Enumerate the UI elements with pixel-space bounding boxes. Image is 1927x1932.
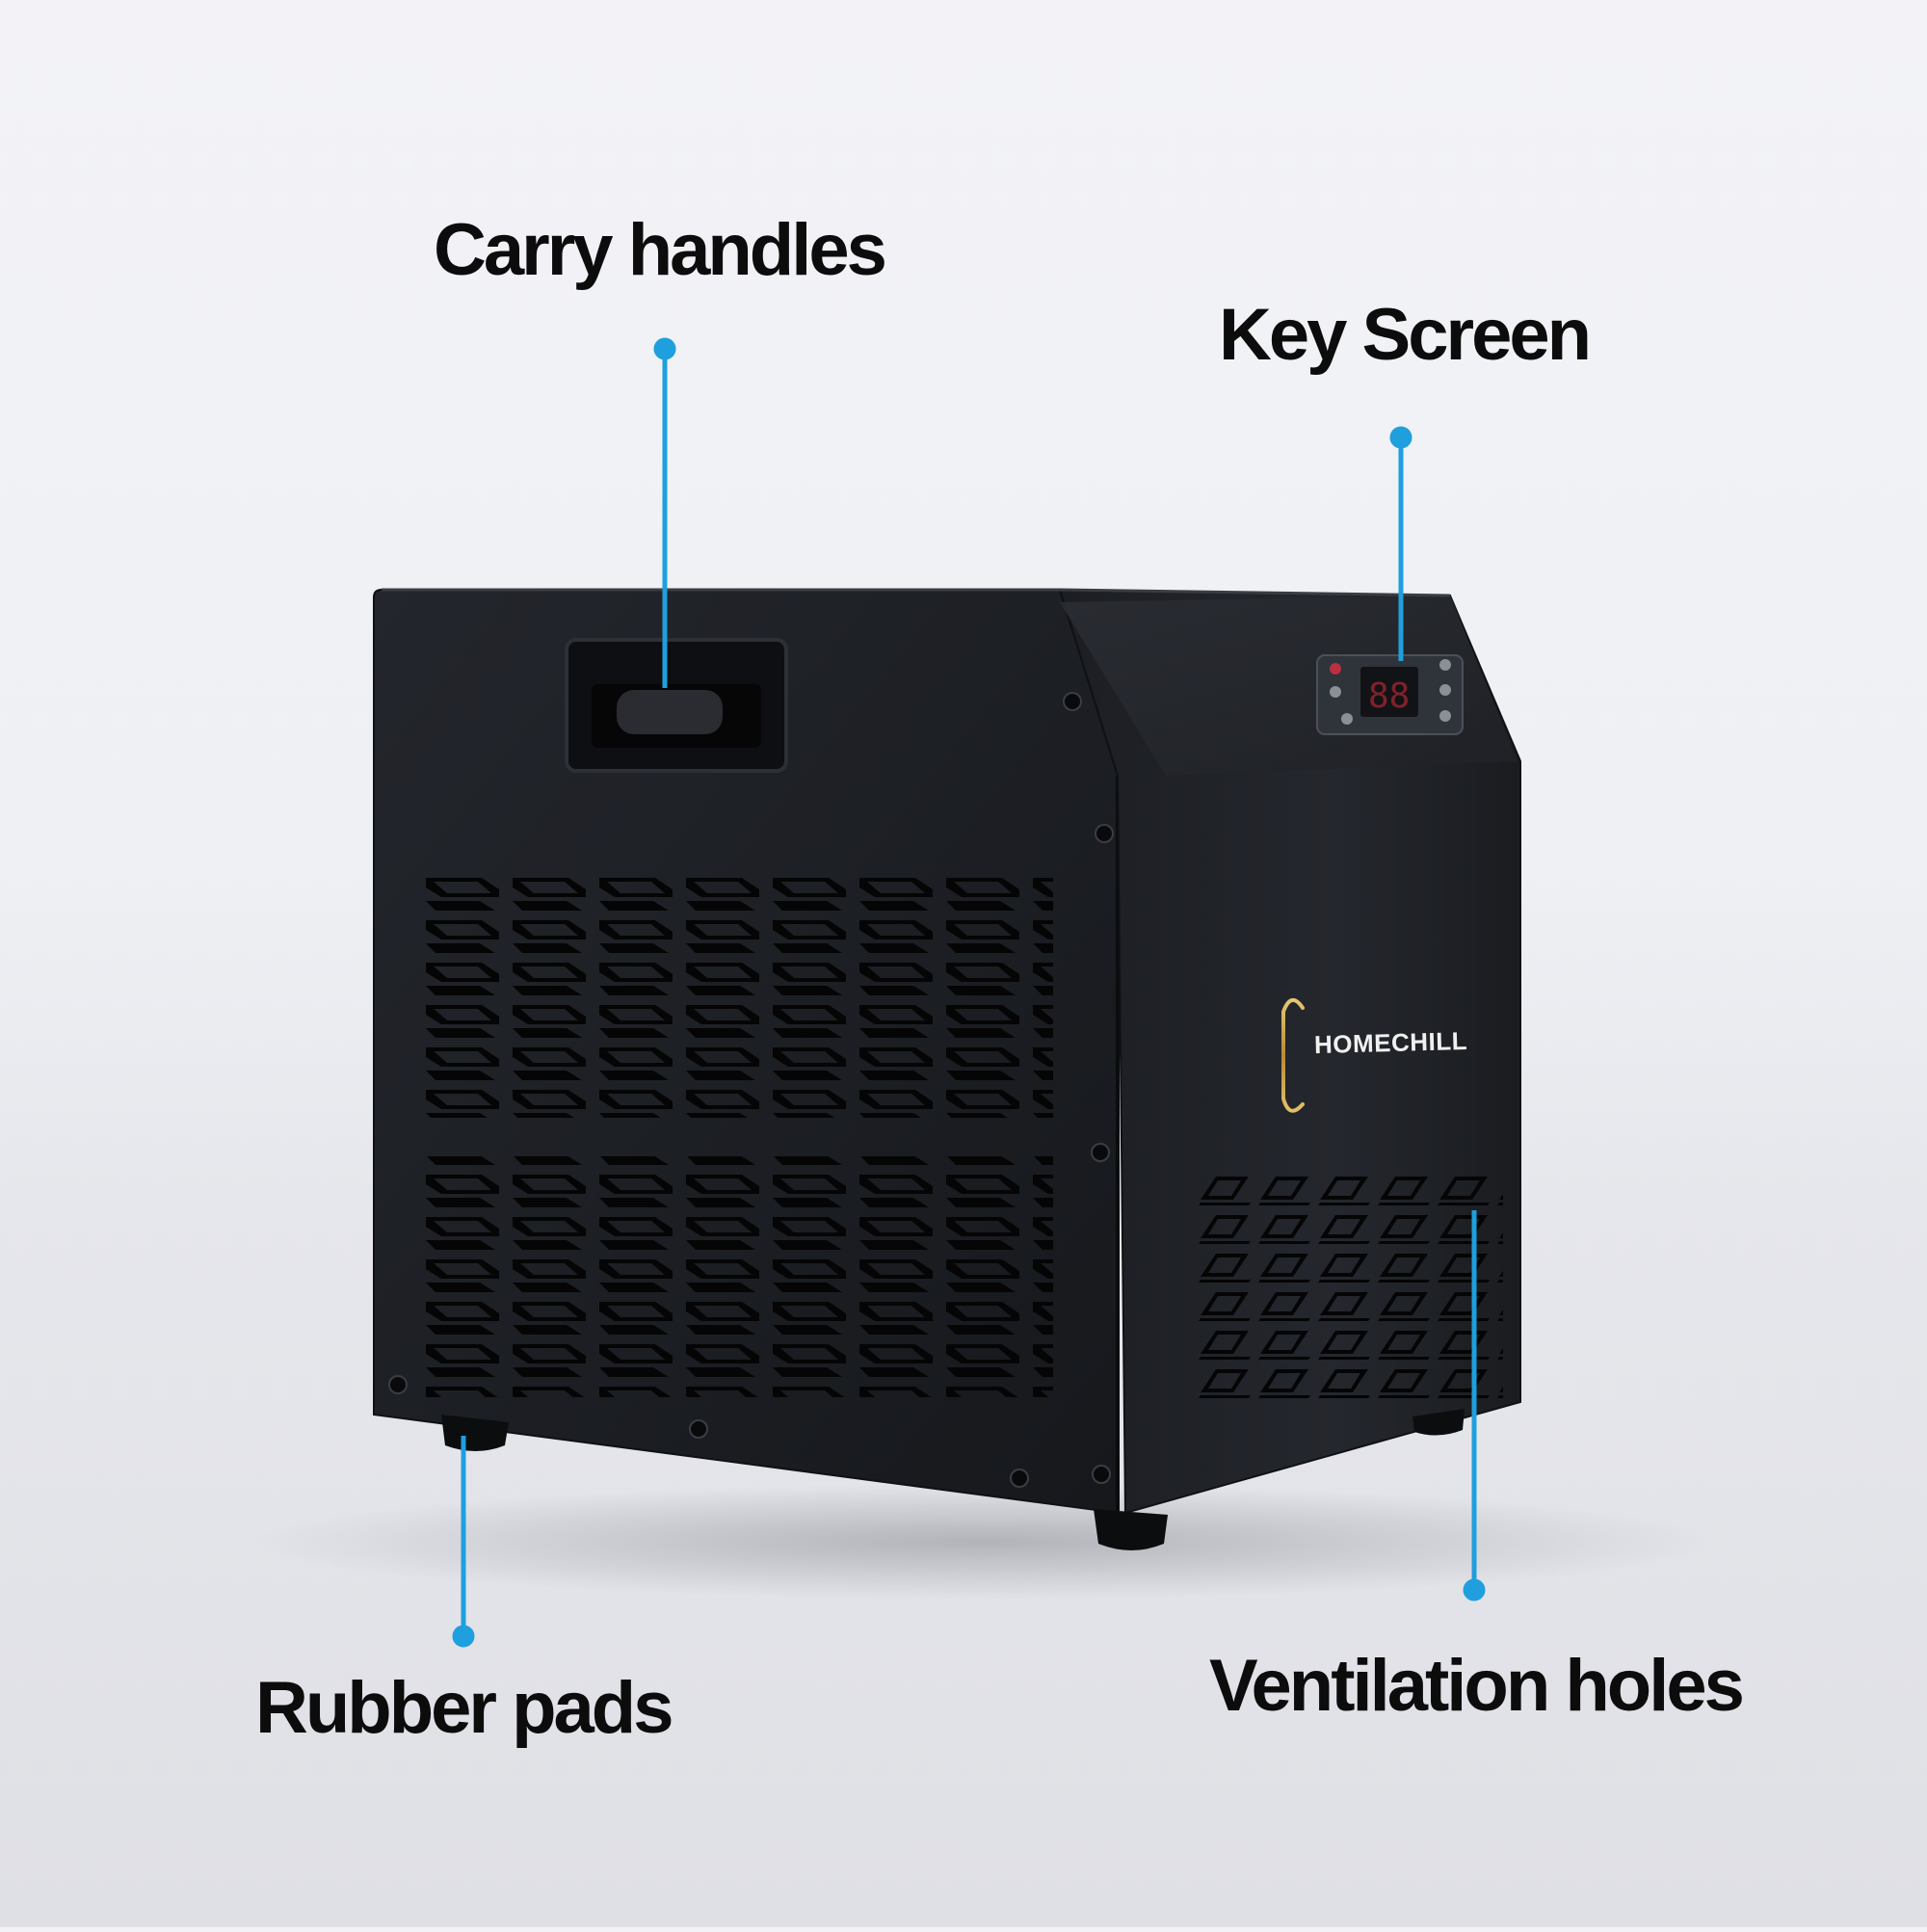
carry-handle <box>565 638 788 773</box>
floor-shadow <box>251 1484 1715 1600</box>
front-ventilation <box>422 872 1053 1397</box>
screws <box>388 692 1114 1488</box>
brand-monogram <box>1249 989 1305 1113</box>
rubber-pads-label: Rubber pads <box>255 1667 673 1749</box>
side-ventilation <box>1195 1171 1503 1405</box>
svg-text:88: 88 <box>1368 676 1410 716</box>
carry-handles-label: Carry handles <box>434 209 887 291</box>
rubber-pads <box>441 1409 1465 1550</box>
key-screen: 88 <box>1316 654 1464 735</box>
ventilation-holes-label: Ventilation holes <box>1209 1645 1745 1727</box>
key-screen-label: Key Screen <box>1219 294 1592 376</box>
